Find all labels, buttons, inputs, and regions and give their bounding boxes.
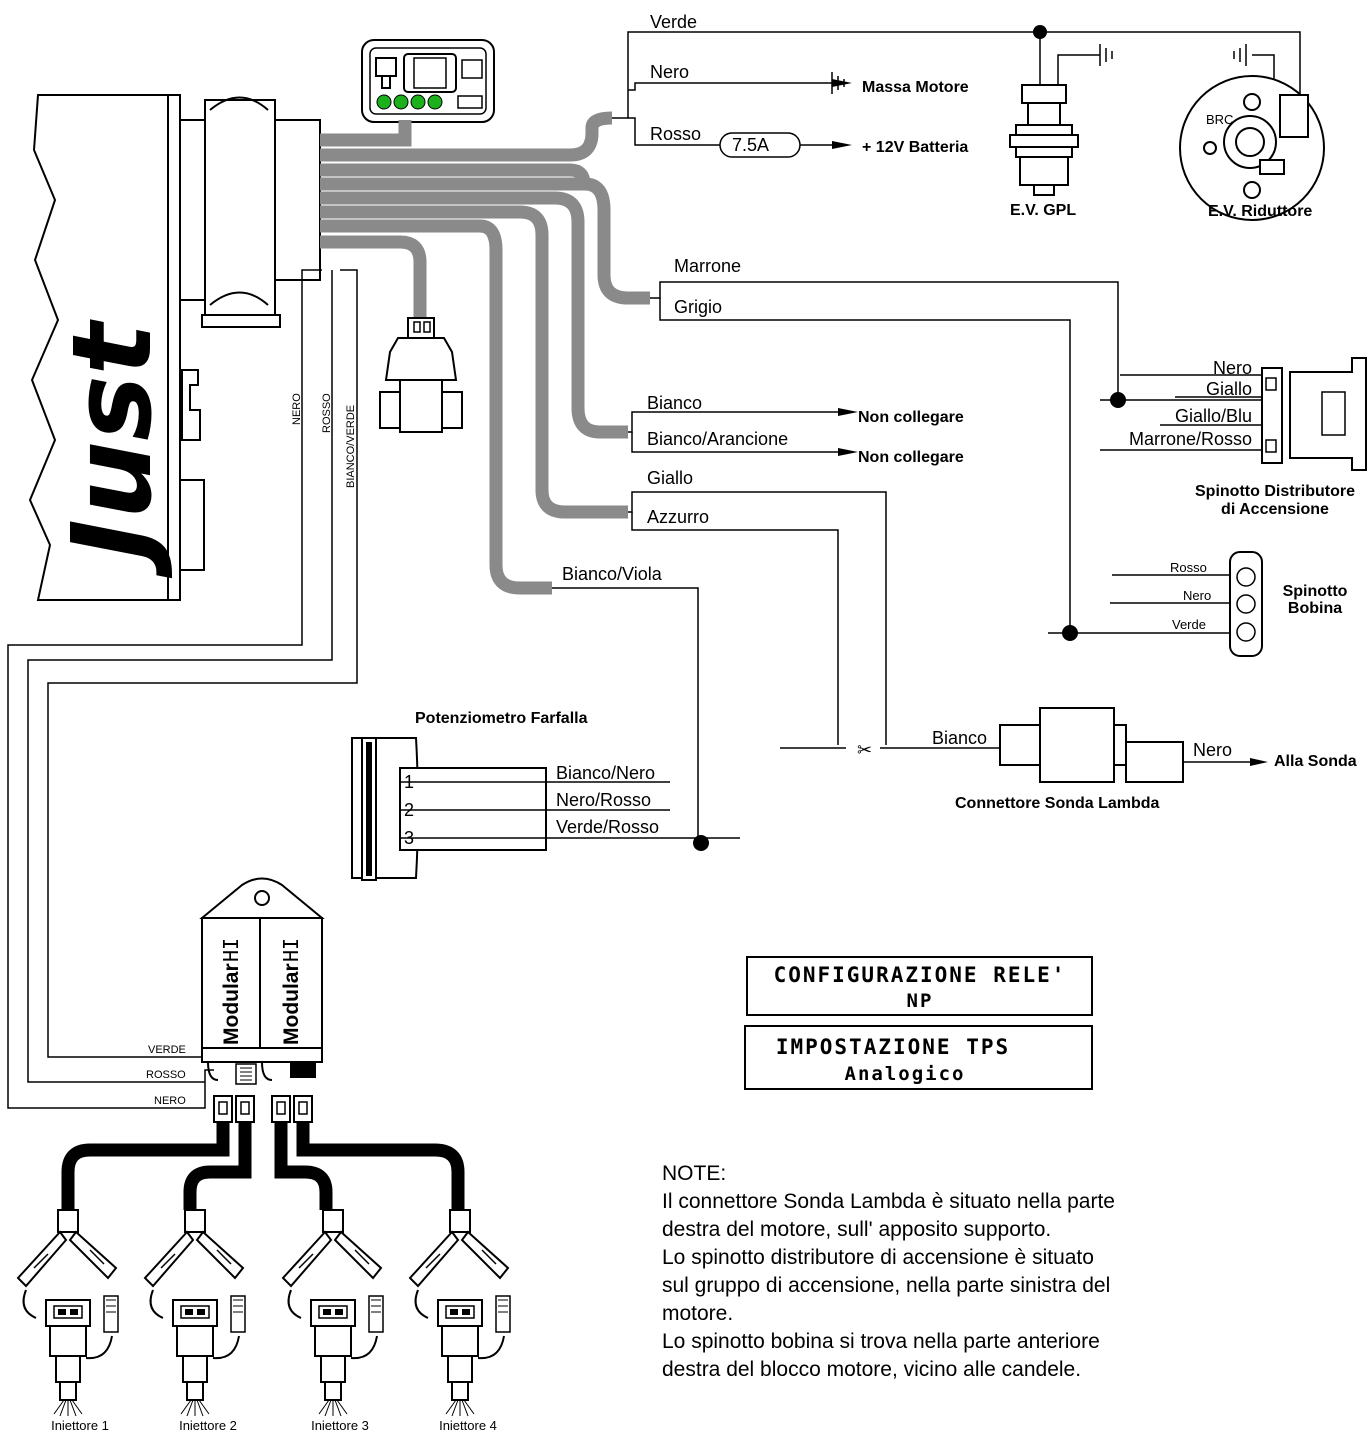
ecu-module: Just [28, 94, 321, 601]
wire-label-azzurro: Azzurro [647, 507, 709, 527]
injector-label-2: Iniettore 2 [179, 1418, 237, 1433]
ev-riduttore-label: E.V. Riduttore [1208, 203, 1312, 220]
lambda-connector: ✂ Bianco Nero Alla Sonda Connettore Sond… [780, 707, 1357, 812]
middle-wires [552, 281, 1119, 843]
config-rele-value: NP [907, 990, 934, 1012]
lambda-wire-bianco: Bianco [932, 728, 987, 748]
coil-pin-2: Verde [1172, 617, 1206, 632]
hi-label-2: HI [279, 938, 303, 962]
harness [320, 111, 650, 595]
injector-label-4: Iniettore 4 [439, 1418, 497, 1433]
notes-line-6: Lo spinotto bobina si trova nella parte … [662, 1330, 1100, 1353]
just-logo: Just [48, 319, 176, 579]
wire-label-nero: Nero [650, 62, 689, 82]
config-tps-title: IMPOSTAZIONE TPS [776, 1035, 1010, 1059]
injector-cables [61, 1122, 465, 1210]
notes-line-7: destra del blocco motore, vicino alle ca… [662, 1358, 1082, 1381]
brc-label: BRC [1206, 112, 1233, 127]
tps-wire-nero-rosso: Nero/Rosso [556, 790, 651, 810]
coil-connector: Rosso Nero Verde Spinotto Bobina [1048, 551, 1348, 657]
dist-pin-3: Marrone/Rosso [1129, 429, 1252, 449]
ecu-wire-nero: NERO [291, 393, 303, 425]
throttle-potentiometer: Potenziometro Farfalla 1 2 3 Bianco/Nero… [351, 710, 740, 881]
config-tps-value: Analogico [845, 1063, 966, 1085]
non-collegare-label-2: Non collegare [858, 449, 964, 466]
injector-4 [409, 1209, 511, 1417]
coil-pin-0: Rosso [1170, 560, 1207, 575]
notes-heading: NOTE: [662, 1162, 727, 1185]
modular-label-1: Modular [220, 963, 243, 1045]
batteria-label: + 12V Batteria [862, 139, 968, 156]
injector-plugs [213, 1095, 313, 1123]
wire-label-bianco: Bianco [647, 393, 702, 413]
mod-wire-verde: VERDE [148, 1044, 186, 1056]
notes-line-5: motore. [662, 1302, 734, 1325]
wire-label-verde: Verde [650, 12, 697, 32]
ev-gpl-label: E.V. GPL [1010, 202, 1076, 219]
dist-pin-1: Giallo [1206, 379, 1252, 399]
coil-label-1: Spinotto [1283, 583, 1348, 600]
config-tps-box: IMPOSTAZIONE TPS Analogico [744, 1025, 1093, 1090]
hi-label-1: HI [219, 938, 243, 962]
alla-sonda-label: Alla Sonda [1274, 753, 1357, 770]
modular-label-2: Modular [280, 963, 303, 1045]
notes-block: NOTE: Il connettore Sonda Lambda è situa… [662, 1160, 1262, 1384]
ev-riduttore: BRC E.V. Riduttore [1179, 44, 1325, 221]
injector-label-1: Iniettore 1 [51, 1418, 109, 1433]
wire-label-rosso: Rosso [650, 124, 701, 144]
coil-label-2: Bobina [1288, 600, 1342, 617]
tps-wire-verde-rosso: Verde/Rosso [556, 817, 659, 837]
distributor-connector: Nero Giallo Giallo/Blu Marrone/Rosso Spi… [1100, 357, 1367, 518]
notes-line-4: sul gruppo di accensione, nella parte si… [662, 1274, 1111, 1297]
coil-pin-1: Nero [1183, 588, 1211, 603]
injector-label-3: Iniettore 3 [311, 1418, 369, 1433]
notes-line-3: Lo spinotto distributore di accensione è… [662, 1246, 1094, 1269]
ecu-wire-rosso: ROSSO [321, 393, 333, 433]
modular-hi-unit: HI HI Modular Modular [199, 877, 325, 1085]
config-rele-box: CONFIGURAZIONE RELE' NP [746, 956, 1093, 1016]
non-collegare-label-1: Non collegare [858, 409, 964, 426]
distributor-label-2: di Accensione [1221, 501, 1329, 518]
dist-pin-0: Nero [1213, 358, 1252, 378]
ecu-to-modular-wires [7, 269, 358, 1109]
fuse [719, 132, 801, 158]
lambda-connector-label: Connettore Sonda Lambda [955, 795, 1160, 812]
mod-wire-rosso: ROSSO [146, 1069, 186, 1081]
wire-label-grigio: Grigio [674, 297, 722, 317]
potenziometro-label: Potenziometro Farfalla [415, 710, 588, 727]
tps-pin-1: 1 [404, 772, 414, 792]
wire-label-marrone: Marrone [674, 256, 741, 276]
wire-label-bianco-viola: Bianco/Viola [562, 564, 663, 584]
wire-label-giallo: Giallo [647, 468, 693, 488]
led-indicator [361, 39, 495, 123]
fuse-label: 7.5A [732, 135, 769, 155]
top-wires [612, 31, 1301, 146]
distributor-label-1: Spinotto Distributore [1195, 483, 1355, 500]
tps-pin-2: 2 [404, 800, 414, 820]
notes-line-2: destra del motore, sull' apposito suppor… [662, 1218, 1052, 1241]
injector-1 [17, 1209, 119, 1417]
injector-2 [144, 1209, 246, 1417]
injector-3 [282, 1209, 384, 1417]
config-rele-title: CONFIGURAZIONE RELE' [774, 963, 1067, 987]
tps-pin-3: 3 [404, 828, 414, 848]
ecu-wire-bianco-verde: BIANCO/VERDE [345, 405, 357, 488]
mod-wire-nero: NERO [154, 1095, 186, 1107]
dist-pin-2: Giallo/Blu [1175, 406, 1252, 426]
ev-gpl-valve: E.V. GPL [1009, 44, 1113, 219]
wire-label-bianco-arancione: Bianco/Arancione [647, 429, 788, 449]
tps-connector-plug [379, 317, 463, 433]
massa-motore-label: Massa Motore [862, 79, 969, 96]
lambda-wire-nero: Nero [1193, 740, 1232, 760]
notes-line-1: Il connettore Sonda Lambda è situato nel… [662, 1190, 1115, 1213]
tps-wire-bianco-nero: Bianco/Nero [556, 763, 655, 783]
cut-icon: ✂ [857, 740, 872, 761]
